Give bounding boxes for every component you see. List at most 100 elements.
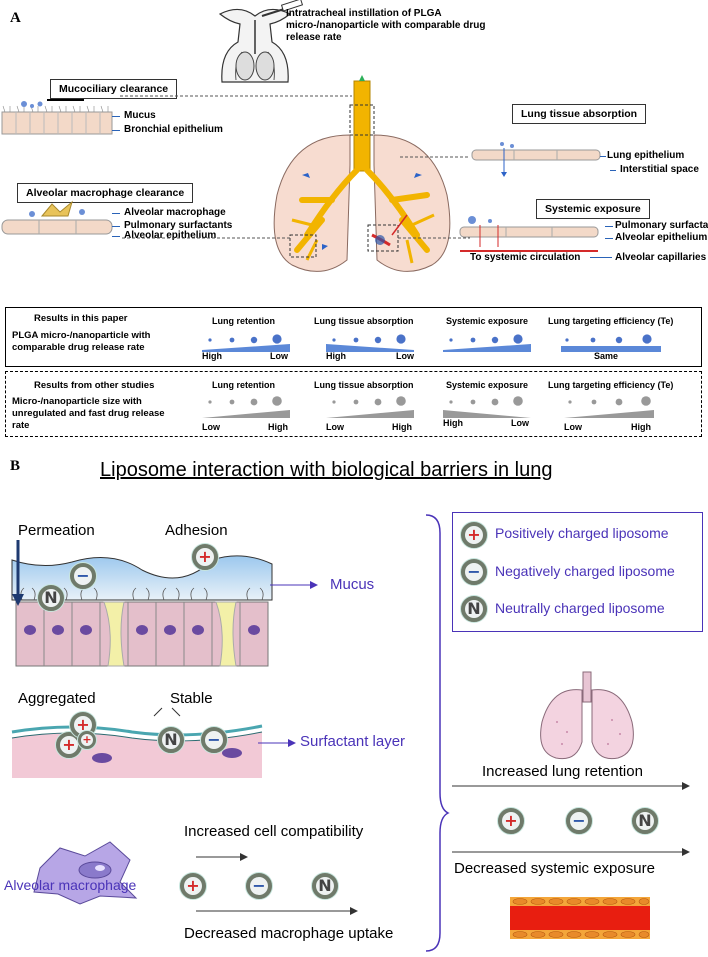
ro-col4-right: High bbox=[631, 422, 651, 432]
legend-neg-symbol: − bbox=[461, 559, 487, 585]
ro-col1-left: Low bbox=[202, 422, 220, 432]
macro-neutral-liposome: N bbox=[312, 873, 338, 899]
legend-pos-symbol: + bbox=[461, 522, 487, 548]
pink-lungs bbox=[540, 671, 634, 760]
interstitial-label: Interstitial space bbox=[620, 164, 699, 175]
decreased-uptake-label: Decreased macrophage uptake bbox=[184, 925, 394, 942]
neg-charge-icon: − bbox=[461, 559, 487, 585]
retention-arrow bbox=[452, 782, 690, 790]
macrophage-cell bbox=[33, 841, 138, 905]
alveolar-epithelium-label-right: Alveolar epithelium bbox=[615, 232, 708, 243]
ro-col4-marks bbox=[564, 396, 654, 418]
systemic-arrow bbox=[452, 848, 690, 856]
to-systemic-label: To systemic circulation bbox=[470, 252, 581, 263]
capillaries-label: Alveolar capillaries bbox=[615, 252, 707, 263]
rp-col2-name: Lung tissue absorption bbox=[314, 316, 414, 326]
ro-col2-left: Low bbox=[326, 422, 344, 432]
rp-col4-marks bbox=[561, 334, 661, 352]
neu-charge-icon: N bbox=[632, 808, 658, 834]
rp-col1-marks bbox=[202, 334, 290, 352]
adhesion-label: Adhesion bbox=[165, 522, 228, 539]
brace bbox=[425, 514, 450, 952]
neg-charge-icon: − bbox=[70, 563, 96, 589]
ro-col4-left: Low bbox=[564, 422, 582, 432]
results-paper-desc: PLGA micro-/nanoparticle with comparable… bbox=[12, 330, 151, 353]
rp-col2-marks bbox=[326, 334, 414, 352]
uptake-arrow bbox=[196, 907, 358, 915]
ro-col2-name: Lung tissue absorption bbox=[314, 380, 414, 390]
results-other-desc: Micro-/nanoparticle size with unregulate… bbox=[12, 396, 165, 431]
lung-epithelium-label: Lung epithelium bbox=[607, 150, 685, 161]
compat-arrow bbox=[196, 853, 248, 861]
pos-charge-icon: + bbox=[180, 873, 206, 899]
legend-neutral-label: Neutrally charged liposome bbox=[495, 600, 665, 616]
neu-charge-icon: N bbox=[312, 873, 338, 899]
systemic-title: Systemic exposure bbox=[536, 199, 650, 219]
rp-col2-right: Low bbox=[396, 351, 414, 361]
connector-lines bbox=[120, 95, 470, 239]
bronchial-label: Bronchial epithelium bbox=[124, 124, 223, 135]
macro-neg-liposome: − bbox=[246, 873, 272, 899]
stable-neutral-liposome: N bbox=[158, 727, 184, 753]
systemic-sketch bbox=[459, 216, 599, 252]
lungs-illustration bbox=[273, 75, 451, 272]
blood-vessel bbox=[510, 897, 650, 939]
ro-col2-right: High bbox=[392, 422, 412, 432]
results-other-box: Results from other studies Micro-/nanopa… bbox=[5, 371, 702, 437]
ro-col1-marks bbox=[202, 396, 290, 418]
mucus-neg-liposome: − bbox=[70, 563, 96, 589]
stable-neg-liposome: − bbox=[201, 727, 227, 753]
right-pos-liposome: + bbox=[498, 808, 524, 834]
decreased-systemic-label: Decreased systemic exposure bbox=[454, 860, 655, 877]
rp-col3-name: Systemic exposure bbox=[446, 316, 529, 326]
panel-a-letter: A bbox=[10, 10, 21, 26]
lung-tissue-sketch bbox=[471, 142, 601, 177]
panel-b-title: Liposome interaction with biological bar… bbox=[100, 459, 553, 481]
neg-charge-icon: − bbox=[566, 808, 592, 834]
lung-tissue-title: Lung tissue absorption bbox=[512, 104, 647, 124]
alveolar-epithelium-label-left: Alveolar epithelium bbox=[124, 230, 217, 241]
ro-col4-name: Lung targeting efficiency (Te) bbox=[548, 380, 674, 390]
rp-col2-left: High bbox=[326, 351, 346, 361]
ro-col3-right: Low bbox=[511, 418, 529, 428]
surfactants-label-right: Pulmonary surfactants bbox=[615, 220, 708, 231]
right-neutral-liposome: N bbox=[632, 808, 658, 834]
rp-col3-marks bbox=[443, 334, 531, 352]
results-paper-title: Results in this paper bbox=[34, 313, 128, 324]
ro-col2-marks bbox=[326, 396, 414, 418]
neu-charge-icon: N bbox=[158, 727, 184, 753]
aggregated-label: Aggregated bbox=[18, 690, 96, 707]
mouse-illustration bbox=[218, 0, 304, 83]
pos-charge-icon: + bbox=[461, 522, 487, 548]
right-neg-liposome: − bbox=[566, 808, 592, 834]
rp-col4-center: Same bbox=[594, 351, 619, 361]
mucus-neutral-liposome: N bbox=[38, 585, 64, 611]
ro-col3-marks bbox=[443, 396, 531, 418]
results-other-title: Results from other studies bbox=[34, 380, 155, 391]
macrophage-label-b: Alveolar macrophage bbox=[4, 877, 137, 893]
pos-charge-icon: + bbox=[78, 730, 96, 749]
rp-col4-name: Lung targeting efficiency (Te) bbox=[548, 316, 674, 326]
ro-col3-left: High bbox=[443, 418, 463, 428]
panel-b-letter: B bbox=[10, 458, 21, 474]
legend-neg-label: Negatively charged liposome bbox=[495, 563, 675, 579]
mucus-arrow bbox=[270, 581, 318, 589]
surfactant-arrow bbox=[258, 739, 296, 747]
neg-charge-icon: − bbox=[246, 873, 272, 899]
surfactant-label: Surfactant layer bbox=[300, 733, 406, 750]
surfactants-label-left: Pulmonary surfactants bbox=[124, 220, 233, 231]
stable-label: Stable bbox=[170, 690, 213, 707]
neu-charge-icon: N bbox=[38, 585, 64, 611]
charge-legend: + Positively charged liposome − Negative… bbox=[452, 512, 703, 632]
ro-col1-right: High bbox=[268, 422, 288, 432]
rp-col1-name: Lung retention bbox=[212, 316, 275, 326]
rp-col1-left: High bbox=[202, 351, 222, 361]
bronchial-epithelium-sketch bbox=[1, 99, 113, 135]
pos-charge-icon: + bbox=[192, 544, 218, 570]
ro-col1-name: Lung retention bbox=[212, 380, 275, 390]
macrophage-clearance-title: Alveolar macrophage clearance bbox=[17, 183, 194, 203]
mucus-label: Mucus bbox=[124, 110, 156, 121]
neg-charge-icon: − bbox=[201, 727, 227, 753]
adhesion-pos-liposome: + bbox=[192, 544, 218, 570]
increased-retention-label: Increased lung retention bbox=[482, 763, 643, 780]
